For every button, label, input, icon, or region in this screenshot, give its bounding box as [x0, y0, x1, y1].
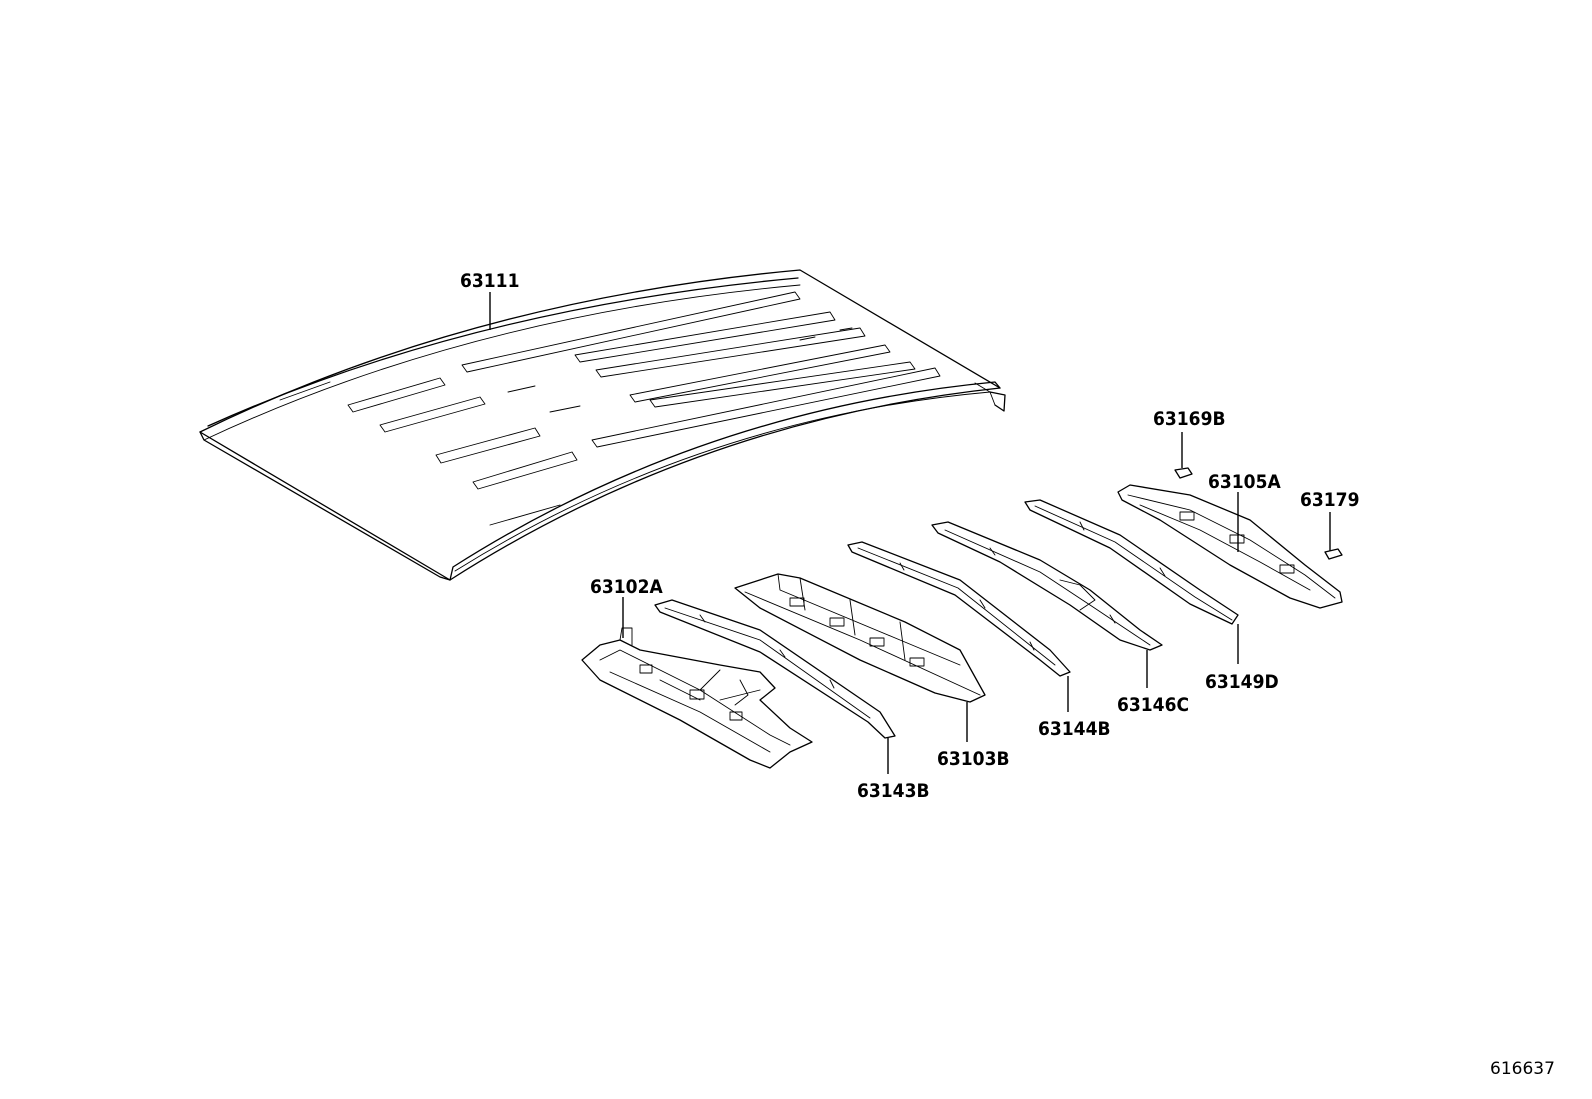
label-front-roof-bow: 63143B: [857, 780, 930, 802]
label-roof-bow-a: 63144B: [1038, 718, 1111, 740]
center-reinforcement-drawing: [734, 573, 986, 703]
label-small-bracket-a: 63169B: [1153, 408, 1226, 430]
roof-panel-drawing: [199, 269, 1006, 581]
front-roof-bow-drawing: [654, 599, 896, 739]
roof-bow-c-drawing: [1024, 499, 1239, 625]
small-bracket-a-drawing: [1174, 467, 1193, 479]
label-center-reinforcement: 63103B: [937, 748, 1010, 770]
drawing-id: 616637: [1490, 1059, 1555, 1079]
label-rear-header-panel: 63105A: [1208, 471, 1281, 493]
roof-bow-a-drawing: [847, 541, 1071, 677]
roof-bow-b-drawing: [931, 521, 1163, 651]
label-small-bracket-b: 63179: [1300, 489, 1359, 511]
label-front-header-panel: 63102A: [590, 576, 663, 598]
label-roof-bow-c: 63149D: [1205, 671, 1279, 693]
front-header-panel-drawing: [581, 627, 813, 769]
rear-header-panel-drawing: [1117, 484, 1343, 609]
label-roof-bow-b: 63146C: [1117, 694, 1189, 716]
small-bracket-b-drawing: [1324, 548, 1343, 560]
label-roof-panel: 63111: [460, 270, 519, 292]
